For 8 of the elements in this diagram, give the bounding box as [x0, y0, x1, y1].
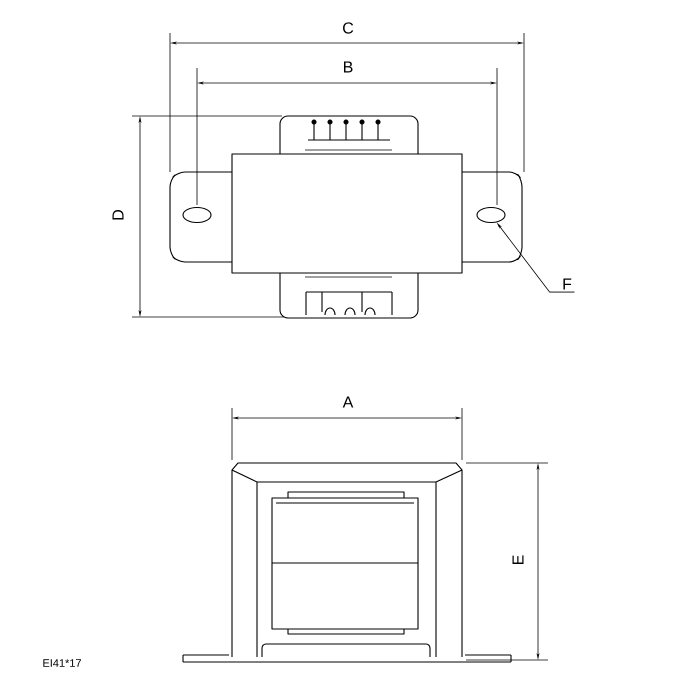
model-label: EI41*17 [43, 659, 82, 667]
dimension-label: C [343, 22, 354, 34]
mounting-hole [476, 206, 506, 224]
dimension-label: E [512, 555, 524, 564]
dimension-label: A [342, 396, 354, 408]
callout-letter: F [563, 278, 572, 290]
dimension-label: D [112, 210, 124, 220]
dimension-label: B [344, 62, 352, 72]
